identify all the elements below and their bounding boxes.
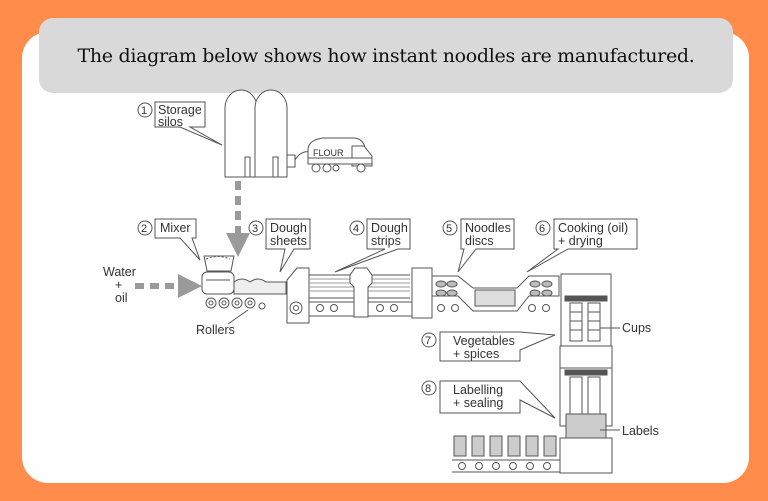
step-6-callout	[526, 218, 638, 273]
step-3-label-line2: sheets	[270, 234, 307, 248]
step-5-callout	[442, 218, 515, 273]
step-4-number-circle	[349, 220, 365, 236]
step-4-number: 4	[353, 223, 359, 235]
flour-truck-icon	[307, 137, 373, 173]
flour-truck-label: FLOUR	[313, 148, 344, 158]
storage-silos-icon	[224, 89, 312, 178]
step-8-label-box	[439, 380, 556, 419]
header-box: The diagram below shows how instant nood…	[39, 18, 733, 93]
step-2-label-line1: Mixer	[160, 221, 191, 235]
step-2-number-circle	[137, 220, 153, 236]
step-4-label-line1: Dough	[371, 221, 408, 235]
step-6-label-line2: + drying	[558, 234, 603, 248]
step-1-label-line2: silos	[158, 115, 183, 129]
step-1-number: 1	[141, 105, 147, 117]
plus-label: +	[115, 278, 122, 292]
rollers-label: Rollers	[196, 323, 235, 337]
step-4-label-line2: strips	[371, 234, 401, 248]
step-7-number-circle	[421, 332, 437, 348]
step-3-label-line1: Dough	[270, 221, 307, 235]
step-7-label-line2: + spices	[453, 347, 499, 361]
step-3-callout	[248, 218, 311, 273]
step-8-number-circle	[421, 380, 437, 396]
step-5-label-line2: discs	[465, 234, 493, 248]
cups-label: Cups	[622, 321, 651, 335]
main-conveyor-icon	[309, 267, 433, 319]
step-7-callout	[421, 331, 556, 362]
step-6-label-box	[526, 218, 638, 273]
step-5-label-box	[457, 218, 515, 273]
step-8-label-line1: Labelling	[453, 383, 503, 397]
step-1-label-box	[154, 101, 223, 146]
step-2-callout	[137, 218, 201, 261]
labels-label: Labels	[622, 424, 659, 438]
step-3-number-circle	[248, 220, 264, 236]
step-5-number-circle	[442, 220, 458, 236]
noodle-discs-icon	[431, 275, 560, 312]
step-7-label-line1: Vegetables	[453, 334, 515, 348]
rollers-icon	[205, 278, 287, 325]
step-1-callout	[137, 101, 223, 146]
water-label: Water	[103, 265, 136, 279]
step-2-label-box	[154, 218, 201, 261]
step-8-label-line2: + sealing	[453, 396, 503, 410]
step-7-label-box	[439, 331, 556, 362]
step-6-number-circle	[535, 220, 551, 236]
step-8-number: 8	[425, 383, 431, 395]
step-5-label-line1: Noodles	[465, 221, 511, 235]
cup-filling-machine-icon	[559, 273, 620, 474]
content-card	[22, 32, 749, 483]
step-3-number: 3	[252, 223, 258, 235]
step-6-number: 6	[539, 223, 545, 235]
oil-label: oil	[115, 291, 128, 305]
step-1-label-line1: Storage	[158, 103, 202, 117]
step-4-label-box	[334, 218, 411, 273]
step-6-label-line1: Cooking (oil)	[558, 221, 628, 235]
step-1-number-circle	[137, 102, 153, 118]
step-2-number: 2	[141, 223, 147, 235]
step-5-number: 5	[446, 223, 452, 235]
finished-cups-conveyor-icon	[452, 435, 560, 473]
step-4-callout	[334, 218, 411, 273]
mixer-icon	[201, 255, 235, 295]
dough-sheet-cutter-icon	[286, 267, 310, 324]
page-title: The diagram below shows how instant nood…	[77, 44, 695, 67]
step-8-callout	[421, 380, 556, 419]
step-3-label-box	[265, 218, 311, 273]
step-7-number: 7	[425, 335, 431, 347]
